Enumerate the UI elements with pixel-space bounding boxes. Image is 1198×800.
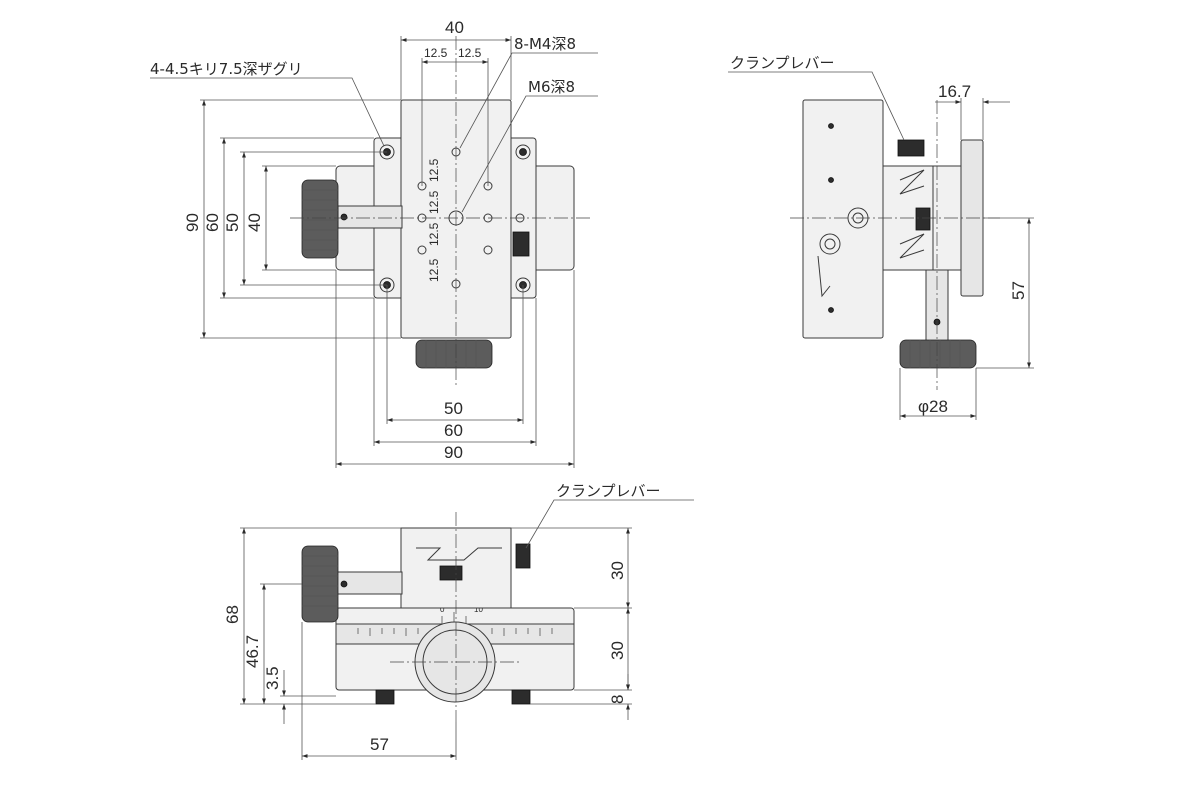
dim-side-phi28: φ28	[918, 397, 948, 416]
dim-front-68: 68	[223, 605, 242, 624]
dim-top-40: 40	[445, 18, 464, 37]
front-clamp-lever	[515, 543, 531, 569]
dim-left-40: 40	[245, 213, 264, 232]
front-view: 0 10 68 46.7	[223, 482, 694, 760]
label-m6-hole: M6深8	[528, 78, 575, 96]
side-top-plate	[802, 99, 884, 339]
feed-knob-left	[301, 179, 339, 259]
dim-pitch-b: 12.5	[458, 46, 482, 60]
dim-v-pitch-2: 12.5	[427, 190, 441, 214]
dim-front-3-5: 3.5	[263, 666, 282, 690]
feed-shaft	[337, 205, 403, 229]
side-clamp-lever	[897, 139, 925, 157]
knob-knurl-bottom	[425, 340, 477, 368]
knob-knurl-left	[302, 189, 338, 251]
dim-left-60: 60	[203, 213, 222, 232]
dim-bottom-50: 50	[444, 399, 463, 418]
dim-side-16-7: 16.7	[938, 82, 971, 101]
scale-tick-0: 0	[440, 605, 445, 614]
label-m4-holes: 8-M4深8	[514, 35, 576, 53]
shaft-screw	[340, 213, 348, 221]
dim-bottom-90: 90	[444, 443, 463, 462]
dim-front-middle-30: 30	[608, 641, 627, 660]
label-side-clamp-lever: クランプレバー	[730, 54, 835, 72]
dim-v-pitch-3: 12.5	[427, 222, 441, 246]
dim-v-pitch-4: 12.5	[427, 258, 441, 282]
dim-front-57: 57	[370, 735, 389, 754]
dim-pitch-a: 12.5	[424, 46, 448, 60]
front-knob	[301, 545, 339, 623]
dim-front-46-7: 46.7	[243, 635, 262, 668]
side-knob	[899, 339, 977, 369]
dim-left-90: 90	[183, 213, 202, 232]
top-view: 40 12.5 12.5 12.5 12.5 12.5 12.5 90 60 5…	[150, 18, 598, 468]
dim-front-base-8: 8	[608, 695, 627, 704]
label-front-clamp-lever: クランプレバー	[556, 482, 661, 500]
scale-tick-10: 10	[474, 605, 483, 614]
dim-v-pitch-1: 12.5	[427, 158, 441, 182]
feed-knob-bottom	[415, 339, 493, 369]
dim-side-57: 57	[1009, 281, 1028, 300]
dim-bottom-60: 60	[444, 421, 463, 440]
clamp-lever-top	[512, 231, 530, 257]
dim-left-50: 50	[223, 213, 242, 232]
dim-front-upper-30: 30	[608, 561, 627, 580]
label-counterbore: 4-4.5キリ7.5深ザグリ	[150, 60, 303, 78]
side-view: 16.7 57 φ28 クランプレバー	[728, 54, 1034, 420]
